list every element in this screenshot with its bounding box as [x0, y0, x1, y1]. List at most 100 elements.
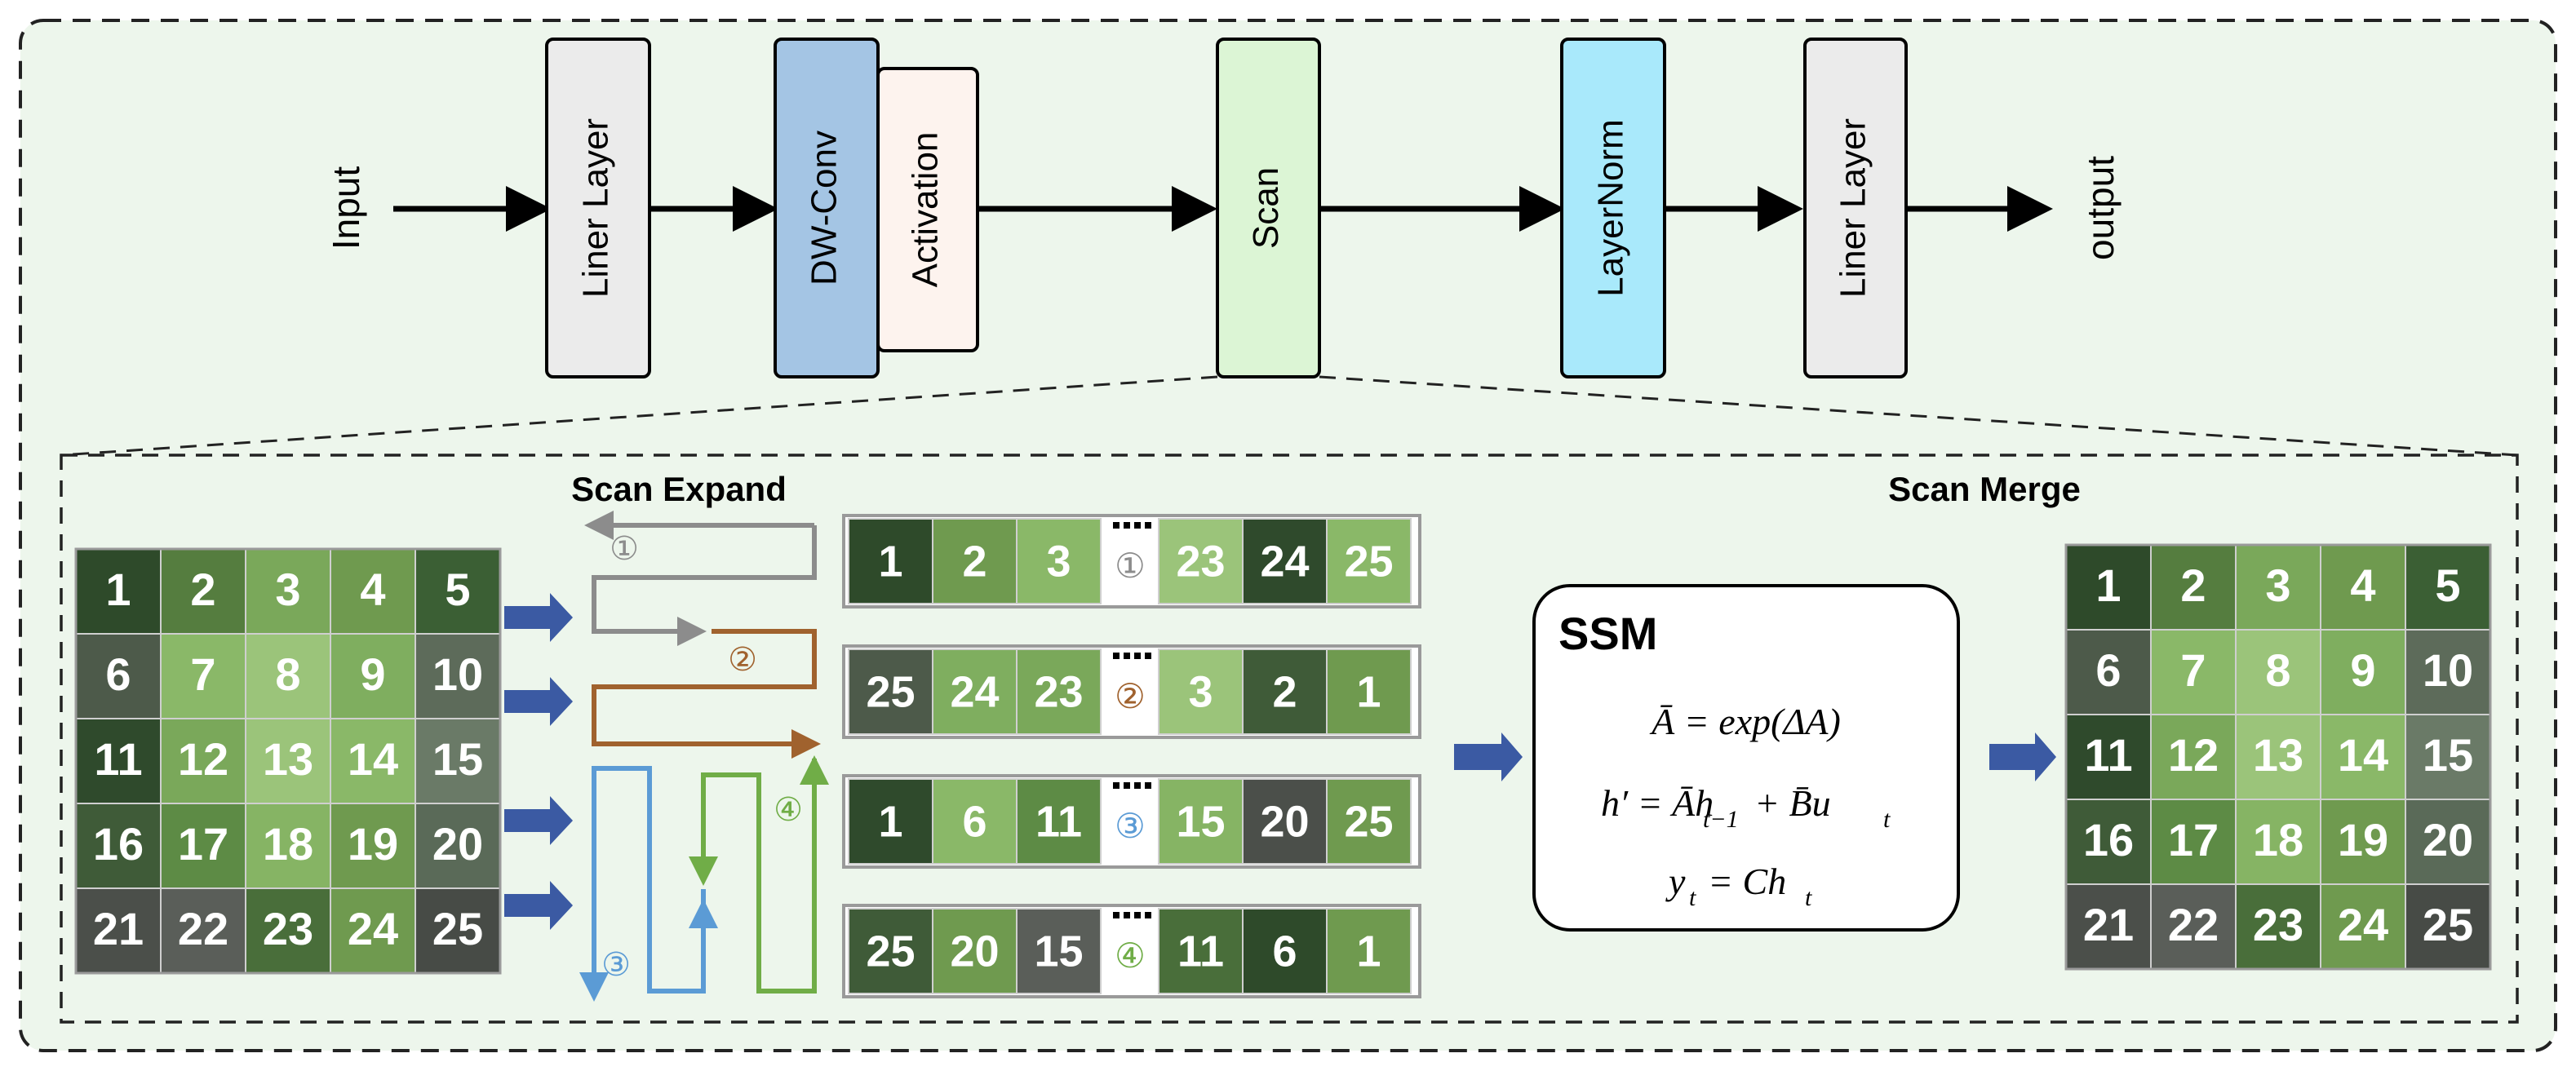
blue-arrow-2 — [504, 677, 573, 726]
patch-number: 13 — [263, 733, 313, 785]
sequence-number: 25 — [866, 667, 915, 716]
scan-expand-title: Scan Expand — [571, 470, 787, 508]
sequence-cell — [932, 518, 1018, 604]
ellipsis-dot — [1134, 782, 1141, 789]
ellipsis-dot — [1113, 522, 1120, 529]
sequence-number: 24 — [950, 667, 999, 716]
patch-number: 3 — [2265, 560, 2290, 611]
ssm-container — [1532, 584, 1960, 932]
patch-number: 5 — [445, 564, 470, 615]
ellipsis-dot — [1113, 912, 1120, 918]
patch-cell: 16 — [2065, 799, 2152, 885]
sequence-number: 11 — [1177, 927, 1224, 976]
sequence-number: 1 — [1356, 927, 1381, 976]
path-marker-3: ③ — [601, 947, 631, 983]
sequence-marker: ① — [1115, 547, 1146, 585]
sequence-number: 20 — [950, 927, 999, 976]
svg-text:h′ = Āh: h′ = Āh — [1601, 782, 1714, 824]
patch-cell: 6 — [2065, 629, 2152, 715]
patch-number: 1 — [105, 564, 131, 615]
sequence-cell — [1326, 908, 1412, 994]
ssm-eq-2: h′ = Āh t−1 + B̄u t — [1601, 782, 1891, 833]
block-layernorm: LayerNorm — [1560, 38, 1666, 378]
patch-number: 15 — [432, 733, 483, 785]
block-dwconv-label: DW-Conv — [805, 131, 845, 285]
patch-number: 13 — [2253, 729, 2303, 781]
ssm-box: SSM Ā = exp(ΔA) h′ = Āh t−1 + B̄u t y t … — [1532, 584, 1960, 932]
svg-text:t: t — [1805, 884, 1812, 911]
patch-number: 23 — [2253, 899, 2303, 950]
patch-cell: 19 — [2320, 799, 2406, 885]
patch-number: 22 — [2168, 899, 2219, 950]
ellipsis-dot — [1134, 522, 1141, 529]
block-scan-box — [1216, 38, 1321, 378]
sequence-number: 24 — [1260, 537, 1309, 586]
patch-number: 6 — [105, 648, 131, 700]
block-scan-label: Scan — [1246, 167, 1286, 249]
patch-cell: 20 — [415, 803, 501, 889]
sequence-cell — [1158, 518, 1244, 604]
patch-number: 8 — [275, 648, 300, 700]
patch-number: 21 — [93, 903, 144, 954]
patch-cell: 5 — [2405, 544, 2491, 631]
patch-number: 19 — [2338, 814, 2388, 865]
sequence-cell — [1016, 778, 1102, 865]
sequence-number: 23 — [1176, 537, 1225, 586]
patch-number: 17 — [178, 818, 228, 870]
sequence-cell — [1242, 518, 1328, 604]
output-label: output — [2079, 156, 2122, 260]
blue-arrow-1 — [504, 593, 573, 642]
svg-text:t: t — [1689, 884, 1696, 911]
block-liner1-box — [545, 38, 651, 378]
patch-cell: 8 — [2235, 629, 2321, 715]
patch-number: 4 — [2350, 560, 2375, 611]
sequence-number: 15 — [1176, 797, 1225, 846]
sequence-cell — [1016, 518, 1102, 604]
ellipsis-dot — [1124, 522, 1130, 529]
sequence-cell — [1326, 778, 1412, 865]
patch-number: 5 — [2435, 560, 2460, 611]
patch-cell: 7 — [2150, 629, 2237, 715]
patch-cell: 10 — [2405, 629, 2491, 715]
sequence-number: 1 — [878, 797, 902, 846]
sequence-number: 1 — [878, 537, 902, 586]
sequence-cell — [1016, 908, 1102, 994]
zoom-line-right — [1319, 375, 2518, 457]
patch-number: 2 — [190, 564, 215, 615]
block-activation-label: Activation — [906, 132, 946, 288]
blue-arrow-4 — [504, 881, 573, 930]
sequence-cell — [1158, 648, 1244, 735]
patch-cell: 2 — [160, 548, 246, 635]
sequence-number: 2 — [1272, 667, 1297, 716]
sequence-cell — [848, 518, 933, 604]
svg-text:t: t — [1883, 806, 1891, 833]
scan-path-4-green — [701, 759, 817, 994]
patch-number: 25 — [2423, 899, 2473, 950]
patch-cell: 24 — [2320, 883, 2406, 970]
patch-number: 24 — [2338, 899, 2388, 950]
patch-cell: 9 — [2320, 629, 2406, 715]
patch-number: 19 — [348, 818, 398, 870]
scan-path-2-brown — [592, 629, 817, 746]
patch-cell: 19 — [330, 803, 416, 889]
sequence-number: 2 — [962, 537, 987, 586]
scan-path-3-blue — [592, 766, 706, 994]
block-liner2-label: Liner Layer — [1833, 118, 1873, 298]
path-marker-1: ① — [610, 531, 639, 567]
blue-arrow-3 — [504, 796, 573, 845]
sequence-gap — [1102, 519, 1159, 604]
patch-cell: 23 — [2235, 883, 2321, 970]
patch-number: 20 — [432, 818, 483, 870]
patch-cell: 4 — [2320, 544, 2406, 631]
patch-cell: 25 — [415, 887, 501, 974]
patch-number: 9 — [360, 648, 385, 700]
patch-number: 4 — [360, 564, 385, 615]
ellipsis-dot — [1113, 782, 1120, 789]
block-activation: Activation — [876, 67, 979, 352]
patch-number: 8 — [2265, 644, 2290, 696]
sequence-number: 20 — [1260, 797, 1309, 846]
